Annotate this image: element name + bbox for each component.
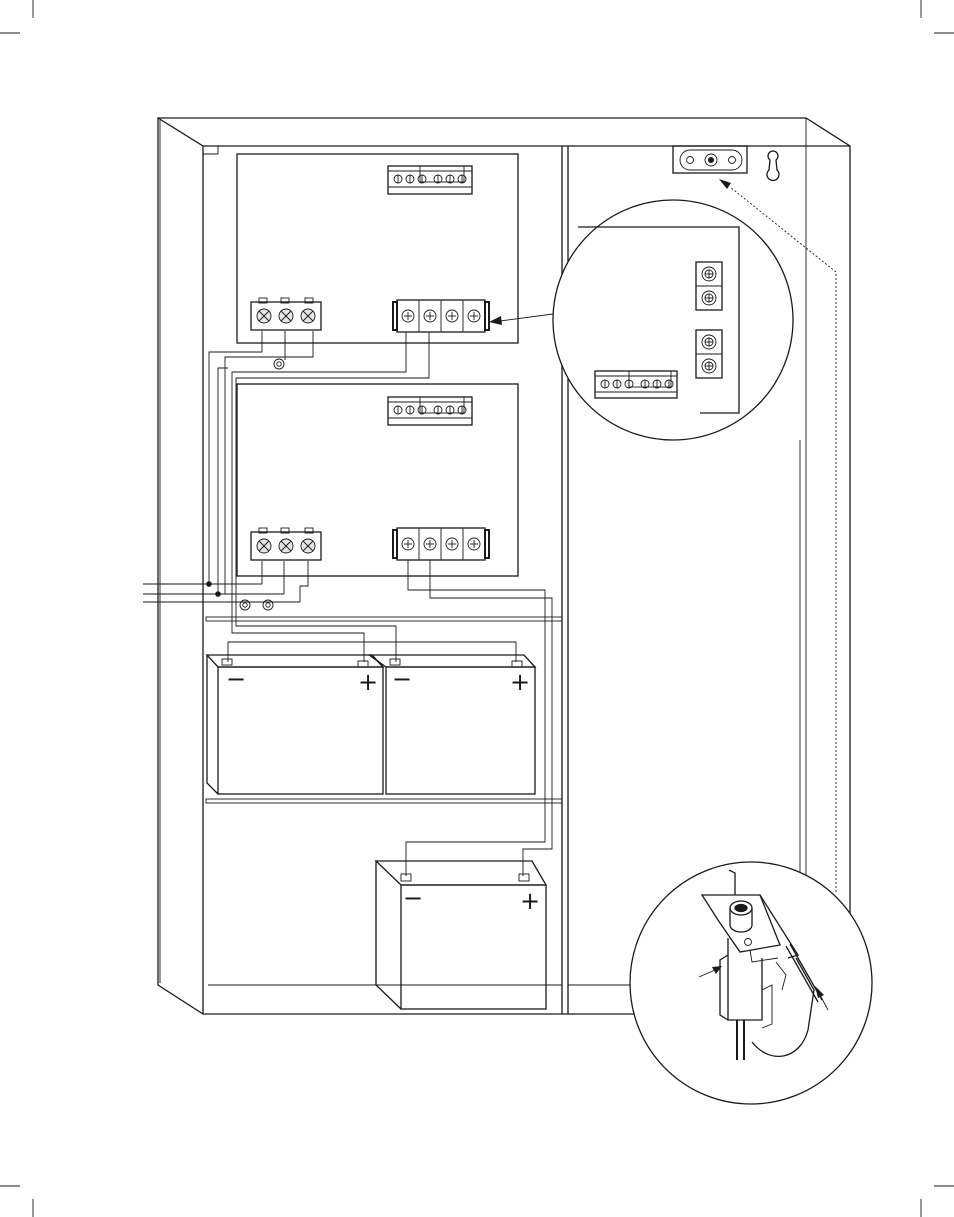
battery-3-negative-sign: − (403, 884, 423, 912)
power-supply-board-2 (237, 384, 518, 576)
terminal-strip-top-1 (388, 166, 472, 194)
junction-dots (206, 581, 221, 597)
dc-output-terminal-2 (393, 528, 489, 560)
ac-input-terminal-2 (251, 528, 321, 560)
tamper-switch-detail-callout (630, 862, 872, 1104)
tamper-switch-bracket (673, 146, 747, 173)
battery-2: − + (369, 655, 535, 794)
dc-output-terminal-1 (393, 300, 489, 332)
keyhole-slot (767, 151, 779, 180)
battery-1: − + (207, 655, 383, 794)
power-supply-board-1 (237, 154, 518, 343)
battery-1-positive-sign: + (358, 668, 378, 696)
upper-shelf (206, 617, 562, 621)
terminal-detail-callout (489, 200, 793, 440)
battery-3-positive-sign: + (520, 887, 540, 915)
ac-input-terminal-1 (251, 298, 321, 330)
battery-2-positive-sign: + (510, 668, 530, 696)
battery-1-negative-sign: − (226, 665, 246, 693)
terminal-strip-top-2 (388, 397, 472, 425)
battery-2-negative-sign: − (392, 665, 412, 693)
lower-shelf (206, 799, 562, 803)
battery-3: − + (376, 861, 546, 1009)
